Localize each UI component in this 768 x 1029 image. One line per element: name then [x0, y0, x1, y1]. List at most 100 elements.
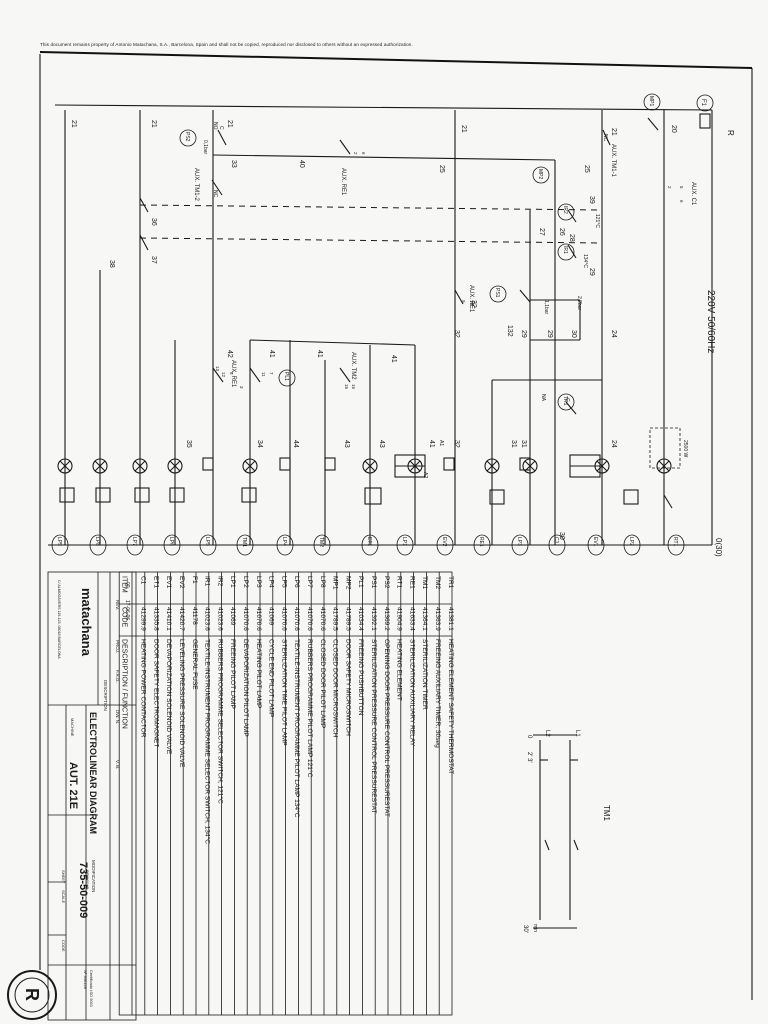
- item-description: FREEING PILOT LAMP: [229, 639, 236, 709]
- revision-number: 00: [124, 582, 130, 588]
- wire-number: 30: [558, 532, 565, 540]
- cross-wire: [212, 154, 556, 161]
- device-tag: C1: [548, 534, 566, 556]
- machine-name: AUT. 21E: [67, 762, 79, 809]
- terminal-number: 3: [239, 386, 244, 389]
- device-tag-label: TM2: [318, 537, 324, 547]
- wire-number: 30: [570, 330, 577, 338]
- wire-number: 21: [610, 128, 617, 136]
- device-tag: LP3: [511, 534, 529, 556]
- contact-label: 134°C: [582, 254, 588, 268]
- item-description: TEXTILE-INSTRUMENT PROGRAMME SELECTOR SW…: [204, 639, 212, 844]
- wire-number: 34: [256, 440, 263, 448]
- item-tag: LP7: [306, 576, 313, 588]
- device-tag-label: LP4: [281, 537, 287, 546]
- contact-label: C: [218, 126, 224, 130]
- device-tag-label: LP5: [204, 537, 210, 546]
- code-column-header: CODE: [121, 607, 128, 628]
- item-tag: LP1: [229, 576, 236, 588]
- device-tag-label: EV1: [592, 537, 598, 547]
- wire-number: 25: [438, 165, 445, 173]
- time-icon: [169, 487, 185, 503]
- wire-number: 35: [185, 440, 192, 448]
- contact-label: 2500 W: [682, 440, 688, 458]
- terminal-number: 11: [261, 372, 266, 377]
- door-open-icon: [623, 489, 639, 505]
- cross-wire: [249, 339, 416, 346]
- rev-label: REV.: [115, 600, 120, 610]
- lamp-symbol: [522, 458, 538, 474]
- device-tag: TM1: [236, 534, 254, 556]
- item-column-header: ITEM: [121, 576, 128, 593]
- terminal-number: 8: [229, 372, 234, 375]
- supply-phase: R: [726, 130, 735, 136]
- item-code: 41789.5: [344, 607, 351, 631]
- item-tag: MP1: [332, 576, 339, 590]
- wire-number: 31: [510, 440, 517, 448]
- item-description: LEVELING PRESSURE SOLENOID VALVE: [178, 639, 185, 768]
- item-description: TEXTILE-INSTRUMENT PROGRAMME PILOT LAMP …: [293, 639, 301, 818]
- component-tag-label: PS1: [494, 288, 500, 298]
- proj-label: PROJ.: [115, 640, 120, 653]
- wire-number: 36: [150, 218, 157, 226]
- contact-label: 0,1bar: [202, 140, 208, 155]
- diagram-title: ELECTROLINEAR DIAGRAM: [88, 712, 98, 834]
- component-tag-label: PL1: [283, 372, 289, 381]
- company-address: C/ ALMOGÀVERS 119-123, 08018 BARCELONA: [57, 580, 61, 659]
- code-label: CODE: [61, 940, 66, 952]
- fuse-label: F1: [700, 99, 706, 107]
- device-tag: LP7: [126, 534, 144, 556]
- lamp-symbol: [57, 458, 73, 474]
- terminal-number: 7: [269, 372, 274, 375]
- device-tag-label: ET1: [366, 537, 372, 546]
- device-tag: LP1: [396, 534, 414, 556]
- wire-number: 25: [583, 165, 590, 173]
- device-tag-label: LP3: [516, 537, 522, 546]
- component-tag: PL1: [278, 369, 296, 387]
- timer-start: 0: [526, 735, 532, 739]
- device-tag: LP2: [623, 534, 641, 556]
- device-tag: RT1: [667, 534, 685, 556]
- component-tag-label: IR1: [562, 246, 568, 254]
- component-tag: MP1: [643, 93, 661, 111]
- item-tag: EV1: [165, 576, 172, 589]
- component-tag: TR1: [557, 393, 575, 411]
- wire-number: 27: [538, 228, 545, 236]
- contact-label: AUX. C1: [690, 182, 696, 206]
- wire-number: 20: [670, 125, 677, 133]
- device-tag-label: RT1: [672, 537, 678, 547]
- textile-icon: [59, 487, 75, 503]
- item-tag: F1: [191, 576, 198, 584]
- lamp-symbol: [656, 458, 672, 474]
- contact-label: AUX. TM1-1: [610, 144, 616, 178]
- scale-label: SCALE: [61, 890, 66, 903]
- wire-number: 29: [520, 330, 527, 338]
- item-tag: MP2: [344, 576, 351, 590]
- terminal-number: 13: [215, 366, 220, 372]
- item-tag: RE1: [408, 576, 415, 589]
- drawing-number: 735-50-009: [77, 862, 89, 918]
- item-description: STERILIZATION AUXILIARY RELAY: [408, 639, 415, 747]
- item-tag: TM2: [434, 576, 441, 590]
- item-code: 41070.6: [280, 607, 287, 631]
- wire-number: 21: [150, 120, 157, 128]
- item-tag: LP3: [255, 576, 262, 588]
- device-tag-label: LP7: [131, 537, 137, 546]
- wire-number: 33: [230, 160, 237, 168]
- item-tag: LP8: [319, 576, 326, 588]
- wire-number: 39: [588, 196, 595, 204]
- contact-label: NC: [212, 190, 218, 198]
- wire-number: 41: [316, 350, 323, 358]
- dwn-label: DW. N.: [115, 710, 120, 724]
- component-tag-label: TR1: [562, 396, 568, 406]
- terminal-number: 16: [351, 384, 356, 390]
- wire-number: 29: [546, 330, 553, 338]
- timer-row-l1: L1: [574, 730, 580, 737]
